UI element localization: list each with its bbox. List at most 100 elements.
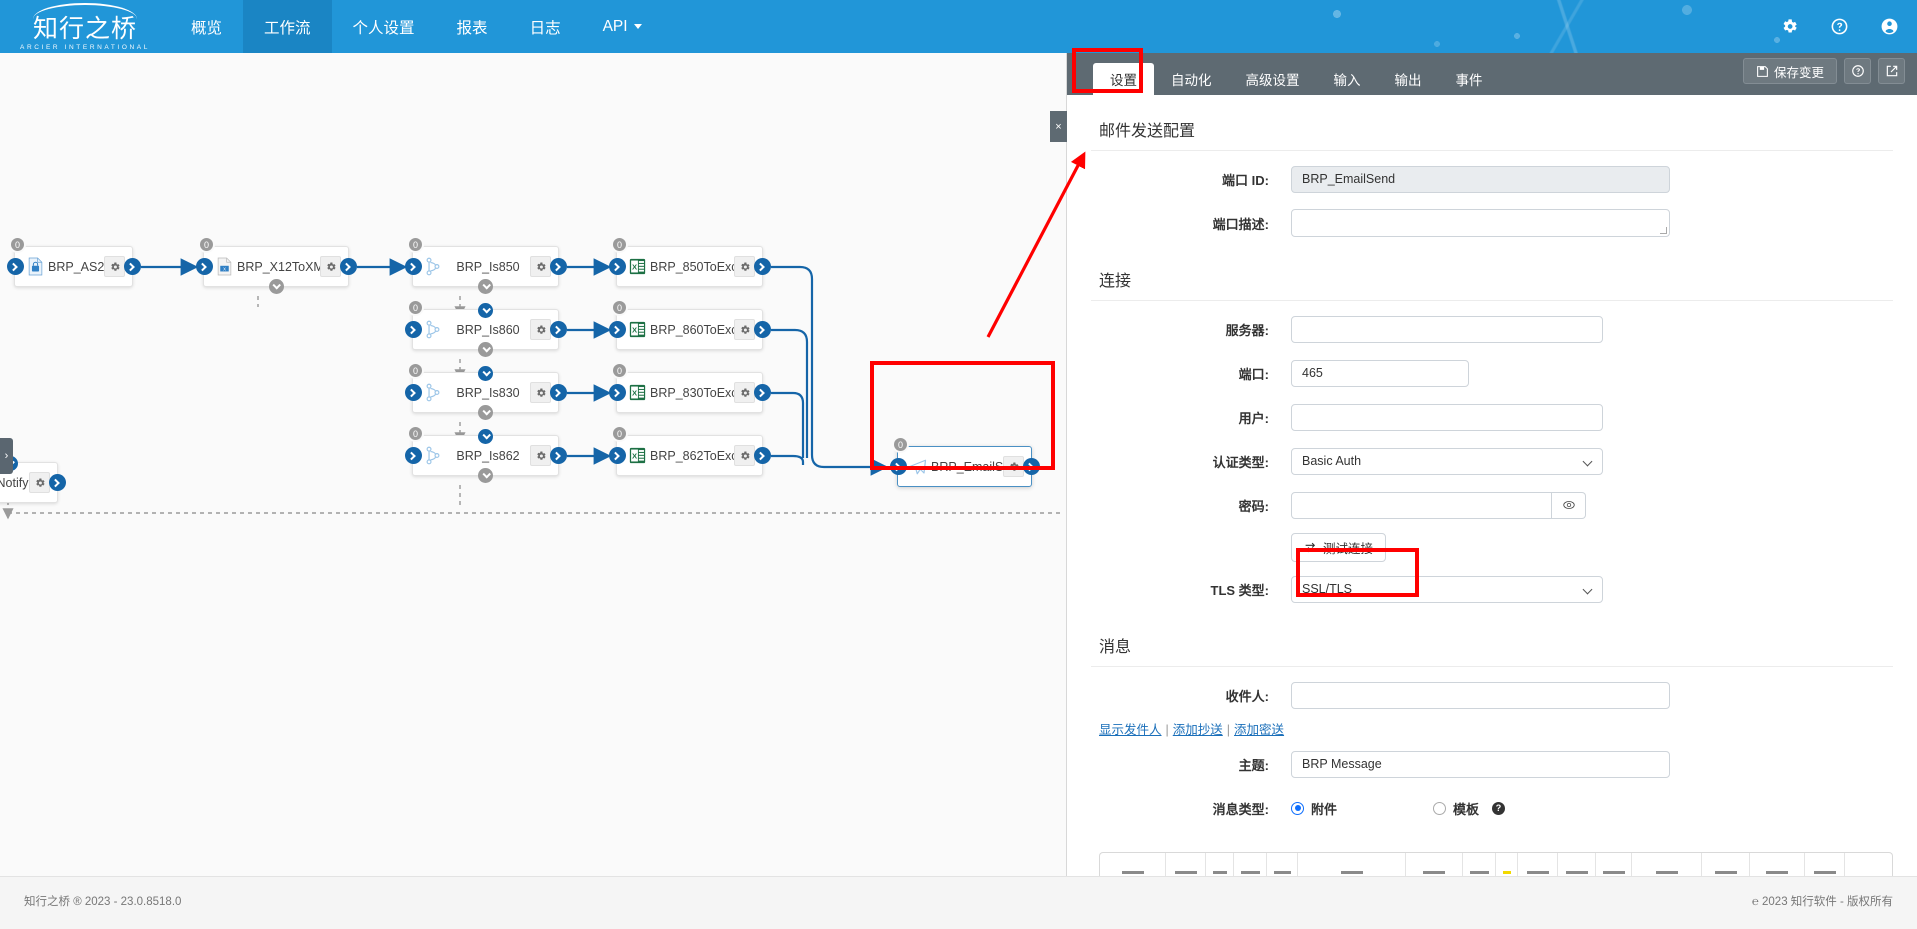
node-gear-icon[interactable]	[1003, 456, 1024, 477]
tab-4[interactable]: 输出	[1394, 73, 1422, 88]
password-input[interactable]	[1291, 491, 1552, 519]
node-input-port[interactable]	[404, 321, 422, 338]
port-desc-input[interactable]	[1291, 209, 1670, 237]
nav-item-4[interactable]: 日志	[509, 0, 582, 53]
editor-toolbar-button[interactable]	[1267, 853, 1298, 876]
tab-0[interactable]: 设置	[1093, 63, 1154, 95]
editor-toolbar-button[interactable]	[1100, 853, 1166, 876]
node-gear-icon[interactable]	[734, 382, 755, 403]
app-logo[interactable]: 知行之桥 ARCIER INTERNATIONAL	[0, 0, 170, 53]
node-gear-icon[interactable]	[530, 382, 551, 403]
node-input-port[interactable]	[404, 447, 422, 464]
node-chevron-top[interactable]	[478, 302, 493, 318]
eye-icon[interactable]	[1552, 491, 1586, 519]
subject-input[interactable]: BRP Message	[1291, 750, 1670, 778]
port-id-input[interactable]: BRP_EmailSend	[1291, 165, 1670, 193]
node-chevron-bottom[interactable]	[478, 404, 493, 420]
node-output-port[interactable]	[753, 447, 771, 464]
panel-help-button[interactable]	[1844, 58, 1871, 84]
node-output-port[interactable]	[753, 321, 771, 338]
node-chevron-top[interactable]	[478, 428, 493, 444]
nav-item-1[interactable]: 工作流	[243, 0, 332, 53]
editor-toolbar-button[interactable]	[1166, 853, 1206, 876]
node-output-port[interactable]	[753, 258, 771, 275]
editor-toolbar-button[interactable]	[1702, 853, 1750, 876]
editor-toolbar-button[interactable]	[1632, 853, 1702, 876]
node-gear-icon[interactable]	[734, 256, 755, 277]
editor-toolbar-button[interactable]	[1518, 853, 1558, 876]
node-input-port[interactable]	[608, 258, 626, 275]
node-input-port[interactable]	[889, 458, 907, 475]
canvas-collapse-toggle[interactable]: ›	[0, 438, 13, 474]
editor-toolbar-button[interactable]	[1463, 853, 1496, 876]
tab-2[interactable]: 高级设置	[1245, 73, 1300, 88]
workflow-canvas[interactable]: Notify0BRP_AS20XBRP_X12ToXML0BRP_Is8500X…	[0, 53, 1066, 876]
save-button[interactable]: 保存变更	[1742, 58, 1837, 84]
node-gear-icon[interactable]	[320, 256, 341, 277]
node-gear-icon[interactable]	[29, 472, 50, 493]
tab-5[interactable]: 事件	[1455, 73, 1483, 88]
node-output-port[interactable]	[48, 474, 66, 491]
gear-icon[interactable]	[1779, 17, 1799, 37]
editor-toolbar-button[interactable]	[1234, 853, 1267, 876]
panel-body[interactable]: 邮件发送配置 端口 ID: BRP_EmailSend 端口描述: 连接 服务器…	[1067, 95, 1917, 876]
editor-toolbar-button[interactable]	[1206, 853, 1234, 876]
nav-item-3[interactable]: 报表	[436, 0, 509, 53]
editor-toolbar-button[interactable]	[1805, 853, 1845, 876]
radio-template[interactable]: 模板 ?	[1433, 799, 1506, 818]
node-gear-icon[interactable]	[530, 445, 551, 466]
node-gear-icon[interactable]	[104, 256, 125, 277]
node-input-port[interactable]	[6, 258, 24, 275]
node-chevron-bottom[interactable]	[478, 467, 493, 483]
close-icon[interactable]: ×	[1050, 111, 1067, 142]
tab-3[interactable]: 输入	[1333, 73, 1361, 88]
node-chevron-bottom[interactable]	[478, 341, 493, 357]
node-output-port[interactable]	[753, 384, 771, 401]
node-chevron-bottom[interactable]	[478, 278, 493, 294]
node-output-port[interactable]	[1022, 458, 1040, 475]
radio-attachment[interactable]: 附件	[1291, 799, 1433, 818]
editor-toolbar-button[interactable]	[1750, 853, 1805, 876]
editor-toolbar-button[interactable]	[1298, 853, 1406, 876]
editor-toolbar-button[interactable]	[1406, 853, 1463, 876]
node-chevron-bottom[interactable]	[268, 278, 284, 294]
node-gear-icon[interactable]	[734, 319, 755, 340]
tls-type-select[interactable]: SSL/TLS	[1291, 575, 1603, 603]
nav-item-2[interactable]: 个人设置	[332, 0, 436, 53]
rich-text-toolbar[interactable]	[1099, 852, 1893, 876]
node-chevron-top[interactable]	[478, 365, 493, 381]
node-input-port[interactable]	[608, 447, 626, 464]
node-output-port[interactable]	[549, 321, 567, 338]
port-input[interactable]: 465	[1291, 359, 1469, 387]
user-icon[interactable]	[1879, 17, 1899, 37]
help-icon[interactable]	[1829, 17, 1849, 37]
help-icon[interactable]: ?	[1492, 801, 1506, 815]
node-gear-icon[interactable]	[530, 319, 551, 340]
test-connection-button[interactable]: 测试连接	[1291, 532, 1387, 562]
recipient-input[interactable]	[1291, 681, 1670, 709]
node-input-port[interactable]	[608, 384, 626, 401]
node-output-port[interactable]	[339, 258, 357, 275]
link-add-cc[interactable]: 添加抄送	[1172, 723, 1223, 737]
node-input-port[interactable]	[195, 258, 213, 275]
editor-toolbar-button[interactable]	[1496, 853, 1518, 876]
node-output-port[interactable]	[549, 384, 567, 401]
link-add-bcc[interactable]: 添加密送	[1234, 723, 1285, 737]
editor-toolbar-button[interactable]	[1596, 853, 1632, 876]
node-output-port[interactable]	[549, 447, 567, 464]
node-output-port[interactable]	[123, 258, 141, 275]
auth-type-select[interactable]: Basic Auth	[1291, 447, 1603, 475]
node-gear-icon[interactable]	[734, 445, 755, 466]
editor-toolbar-button[interactable]	[1558, 853, 1596, 876]
node-output-port[interactable]	[549, 258, 567, 275]
